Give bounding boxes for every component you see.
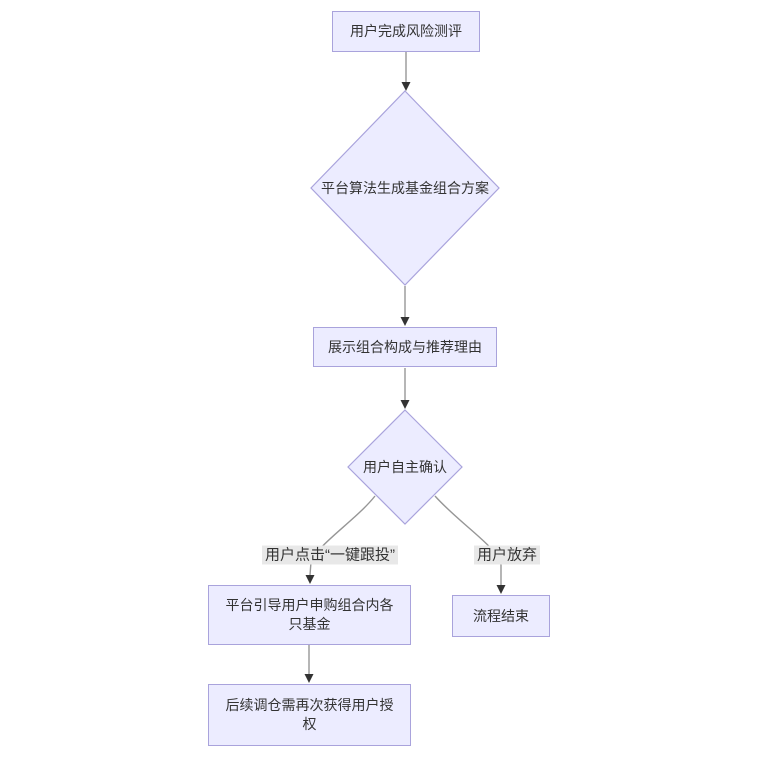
arrowhead-algo (401, 82, 411, 91)
node-subscribe-line2: 只基金 (288, 616, 331, 632)
node-end: 流程结束 (452, 595, 550, 637)
node-end-label: 流程结束 (473, 607, 529, 624)
node-algo-label: 平台算法生成基金组合方案 (321, 180, 489, 196)
node-auth-line1: 后续调仓需再次获得用户授 (225, 697, 394, 713)
node-confirm-label: 用户自主确认 (363, 459, 447, 475)
node-subscribe: 平台引导用户申购组合内各 只基金 (208, 585, 411, 645)
node-auth-line2: 权 (302, 716, 317, 732)
arrowhead-end (496, 585, 506, 594)
decision-confirm-shape (347, 409, 463, 525)
arrowhead-confirm (400, 400, 410, 409)
node-show: 展示组合构成与推荐理由 (313, 327, 497, 367)
edge-label-abandon: 用户放弃 (473, 545, 541, 565)
node-show-label: 展示组合构成与推荐理由 (328, 338, 482, 355)
node-start-label: 用户完成风险测评 (350, 23, 462, 39)
node-auth: 后续调仓需再次获得用户授 权 (208, 684, 411, 746)
arrowhead-subscribe (305, 575, 315, 584)
arrowhead-auth (304, 674, 314, 683)
node-subscribe-line1: 平台引导用户申购组合内各 (225, 597, 394, 613)
edge-confirm-to-end (434, 495, 502, 585)
node-start: 用户完成风险测评 (332, 11, 480, 52)
decision-algo-shape (310, 90, 500, 286)
edge-label-follow: 用户点击“一键跟投” (262, 545, 398, 565)
arrowhead-show (400, 317, 410, 326)
